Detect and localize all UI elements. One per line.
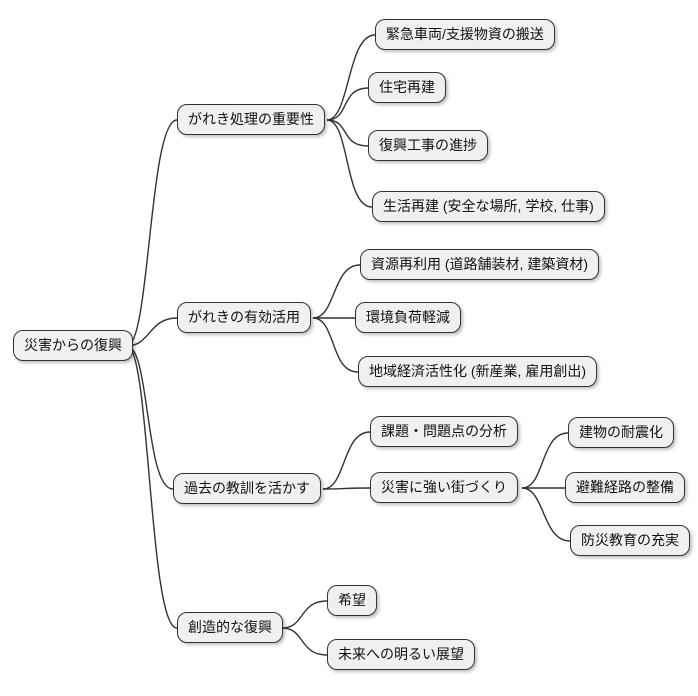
edge-root-to-debris-processing xyxy=(126,119,178,347)
edge-debris-utilization-to-resource-reuse xyxy=(312,264,361,319)
node-bright-future: 未来への明るい展望 xyxy=(327,639,475,670)
edge-creative-recovery-to-bright-future xyxy=(281,627,328,656)
node-emergency-transport: 緊急車両/支援物資の搬送 xyxy=(375,19,555,50)
node-housing-rebuild: 住宅再建 xyxy=(368,72,446,103)
node-reconstruction-progress: 復興工事の進捗 xyxy=(368,130,488,161)
edge-root-to-past-lessons xyxy=(126,345,174,490)
edge-debris-processing-to-reconstruction-progress xyxy=(326,119,369,147)
edge-root-to-creative-recovery xyxy=(126,345,178,629)
node-debris-processing: がれき処理の重要性 xyxy=(177,104,325,135)
edge-past-lessons-to-disaster-resilient-city xyxy=(322,487,371,490)
edge-debris-processing-to-life-rebuild xyxy=(326,119,373,208)
edge-root-to-debris-utilization xyxy=(126,317,178,347)
node-issue-analysis: 課題・問題点の分析 xyxy=(370,416,518,447)
edge-debris-processing-to-emergency-transport xyxy=(326,34,376,121)
node-evacuation-routes: 避難経路の整備 xyxy=(565,472,685,503)
node-environmental-load: 環境負荷軽減 xyxy=(355,302,461,333)
node-past-lessons: 過去の教訓を活かす xyxy=(173,473,321,504)
node-debris-utilization: がれきの有効活用 xyxy=(177,302,311,333)
edge-disaster-resilient-city-to-disaster-education xyxy=(521,487,571,542)
node-disaster-resilient-city: 災害に強い街づくり xyxy=(370,472,518,503)
node-resource-reuse: 資源再利用 (道路舗装材, 建築資材) xyxy=(360,249,599,280)
edge-debris-processing-to-housing-rebuild xyxy=(326,87,369,121)
node-earthquake-proofing: 建物の耐震化 xyxy=(568,417,674,448)
edge-creative-recovery-to-hope xyxy=(281,600,328,629)
node-hope: 希望 xyxy=(327,585,377,616)
edge-debris-utilization-to-regional-economy xyxy=(312,317,359,373)
node-regional-economy: 地域経済活性化 (新産業, 雇用創出) xyxy=(358,356,597,387)
node-creative-recovery: 創造的な復興 xyxy=(177,612,283,643)
edge-past-lessons-to-issue-analysis xyxy=(322,431,371,490)
node-root: 災害からの復興 xyxy=(13,330,133,361)
node-disaster-education: 防災教育の充実 xyxy=(570,525,690,556)
node-life-rebuild: 生活再建 (安全な場所, 学校, 仕事) xyxy=(372,191,605,222)
edge-disaster-resilient-city-to-earthquake-proofing xyxy=(521,432,569,489)
